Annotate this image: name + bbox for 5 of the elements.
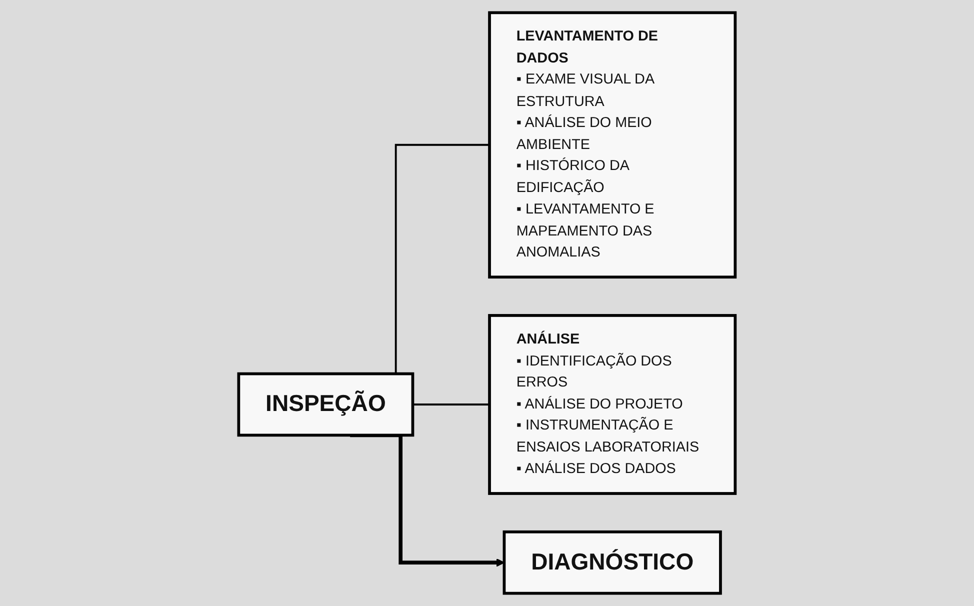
connector [412,404,490,406]
node-box: DIAGNÓSTICO [502,530,722,595]
node-box: LEVANTAMENTO DE DADOS ▪ EXAME VISUAL DA ESTRUTURA ▪ ANÁLISE DO MEIO AMBIENTE ▪ HISTÓRICO DA EDIFICAÇÃO ▪ LEVANTAMENTO E MAPEAMENTO DAS ANOMALIAS [488,11,737,279]
node-box: INSPEÇÃO [237,372,414,437]
node-box: ANÁLISE ▪ IDENTIFICAÇÃO DOS ERROS ▪ ANÁLISE DO PROJETO ▪ INSTRUMENTAÇÃO E ENSAIOS LABORATORIAIS ▪ ANÁLISE DOS DADOS [488,314,737,495]
